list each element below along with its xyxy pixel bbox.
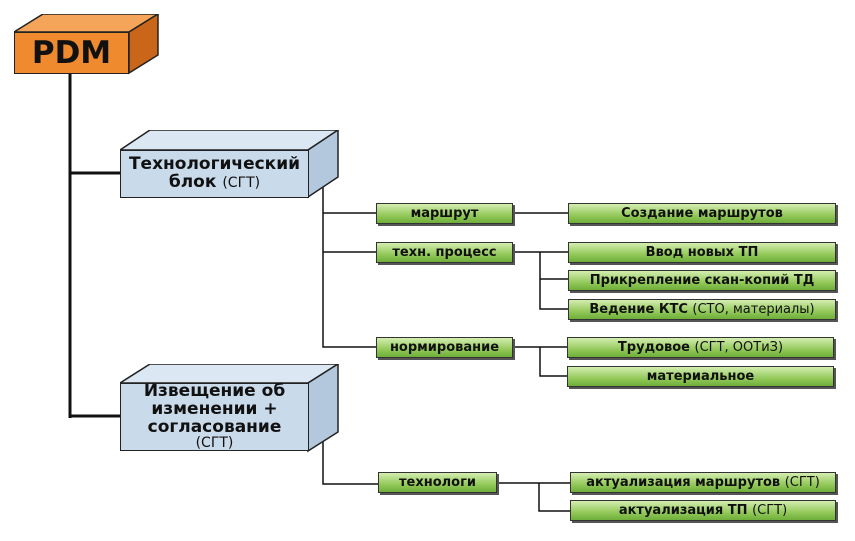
pdm-box-sides [14, 14, 160, 75]
node-label: Создание маршрутов [621, 206, 783, 221]
node-note: (СГТ, ООТиЗ) [694, 340, 784, 355]
node-label: Трудовое [617, 340, 690, 355]
node-note: (СГТ) [784, 475, 820, 490]
node-label: актуализация ТП [618, 503, 748, 518]
change-notice-title-line1: Извещение об [143, 380, 286, 401]
node-label: актуализация маршрутов [586, 475, 781, 490]
node-update-routes: актуализация маршрутов (СГТ) [570, 472, 836, 493]
node-label: Ввод новых ТП [645, 245, 759, 260]
node-norming: нормирование [376, 337, 513, 358]
change-notice-block-sides [120, 364, 340, 453]
node-label: Прикрепление скан-копий ТД [589, 273, 815, 288]
node-new-tp: Ввод новых ТП [568, 242, 836, 263]
node-kts: Ведение КТС (СТО, материалы) [568, 299, 836, 320]
node-label: Ведение КТС [589, 302, 688, 317]
tech-block-title-line2: блок [168, 172, 217, 192]
change-notice-note: (СГТ) [195, 435, 234, 452]
node-attach-scans: Прикрепление скан-копий ТД [568, 270, 836, 291]
pdm-label: PDM [14, 32, 129, 74]
change-notice-title-line3: согласование [147, 416, 282, 437]
tech-block-title-line1: Технологический [128, 154, 301, 175]
node-labor: Трудовое (СГТ, ООТиЗ) [567, 337, 834, 358]
change-notice-title-line2: изменении + [151, 398, 278, 419]
node-label: материальное [646, 369, 755, 384]
node-note: (СГТ) [752, 503, 788, 518]
node-tech-process: техн. процесс [376, 242, 513, 263]
node-material: материальное [567, 366, 834, 387]
node-note: (СТО, материалы) [692, 302, 815, 317]
node-create-routes: Создание маршрутов [568, 203, 836, 224]
tech-block-note: (СГТ) [222, 175, 261, 191]
node-route: маршрут [376, 203, 513, 224]
node-update-tp: актуализация ТП (СГТ) [570, 500, 836, 521]
node-technologists: технологи [378, 472, 497, 493]
